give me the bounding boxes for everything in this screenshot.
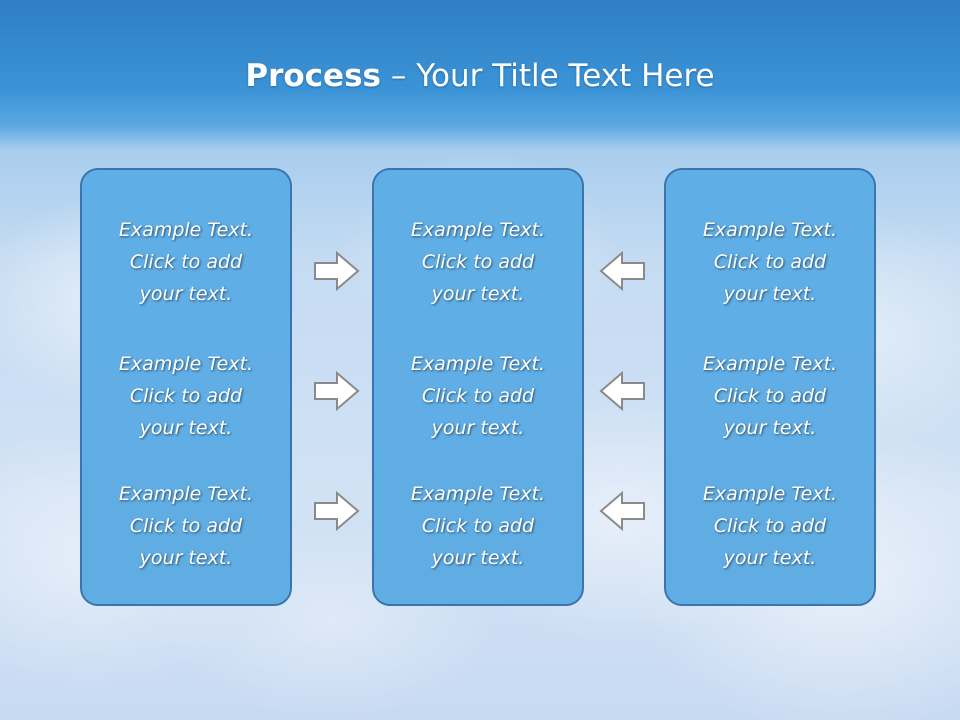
text-placeholder[interactable]: Example Text. Click to add your text.	[82, 478, 290, 574]
text-placeholder[interactable]: Example Text. Click to add your text.	[374, 348, 582, 444]
text-line: Click to add	[129, 385, 243, 407]
text-placeholder[interactable]: Example Text. Click to add your text.	[374, 478, 582, 574]
title-bold: Process	[245, 58, 381, 94]
text-line: Example Text.	[118, 353, 254, 375]
arrow-left-icon	[598, 490, 646, 532]
text-line: Example Text.	[118, 483, 254, 505]
text-line: Example Text.	[702, 219, 838, 241]
text-line: Example Text.	[410, 219, 546, 241]
text-line: Example Text.	[118, 219, 254, 241]
text-line: Click to add	[713, 251, 827, 273]
arrow-left-icon	[598, 250, 646, 292]
text-line: Click to add	[713, 385, 827, 407]
text-placeholder[interactable]: Example Text. Click to add your text.	[82, 214, 290, 310]
text-line: Example Text.	[410, 353, 546, 375]
text-line: your text.	[723, 417, 817, 439]
text-line: your text.	[723, 547, 817, 569]
text-line: your text.	[723, 283, 817, 305]
text-line: Click to add	[421, 515, 535, 537]
arrow-right-icon	[313, 250, 361, 292]
text-line: your text.	[431, 417, 525, 439]
text-line: your text.	[431, 547, 525, 569]
title-rest: – Your Title Text Here	[381, 58, 715, 94]
text-line: Click to add	[421, 385, 535, 407]
text-line: Click to add	[713, 515, 827, 537]
text-line: Example Text.	[410, 483, 546, 505]
text-line: your text.	[431, 283, 525, 305]
process-box-center[interactable]: Example Text. Click to add your text. Ex…	[372, 168, 584, 606]
text-line: your text.	[139, 283, 233, 305]
text-placeholder[interactable]: Example Text. Click to add your text.	[666, 214, 874, 310]
text-placeholder[interactable]: Example Text. Click to add your text.	[666, 348, 874, 444]
text-line: your text.	[139, 417, 233, 439]
text-placeholder[interactable]: Example Text. Click to add your text.	[374, 214, 582, 310]
text-line: Click to add	[129, 515, 243, 537]
text-line: Example Text.	[702, 483, 838, 505]
slide-title[interactable]: Process – Your Title Text Here	[0, 52, 960, 100]
arrow-left-icon	[598, 370, 646, 412]
text-line: Example Text.	[702, 353, 838, 375]
process-box-left[interactable]: Example Text. Click to add your text. Ex…	[80, 168, 292, 606]
arrow-right-icon	[313, 490, 361, 532]
text-placeholder[interactable]: Example Text. Click to add your text.	[666, 478, 874, 574]
text-line: Click to add	[421, 251, 535, 273]
text-line: Click to add	[129, 251, 243, 273]
arrow-right-icon	[313, 370, 361, 412]
text-line: your text.	[139, 547, 233, 569]
process-box-right[interactable]: Example Text. Click to add your text. Ex…	[664, 168, 876, 606]
text-placeholder[interactable]: Example Text. Click to add your text.	[82, 348, 290, 444]
